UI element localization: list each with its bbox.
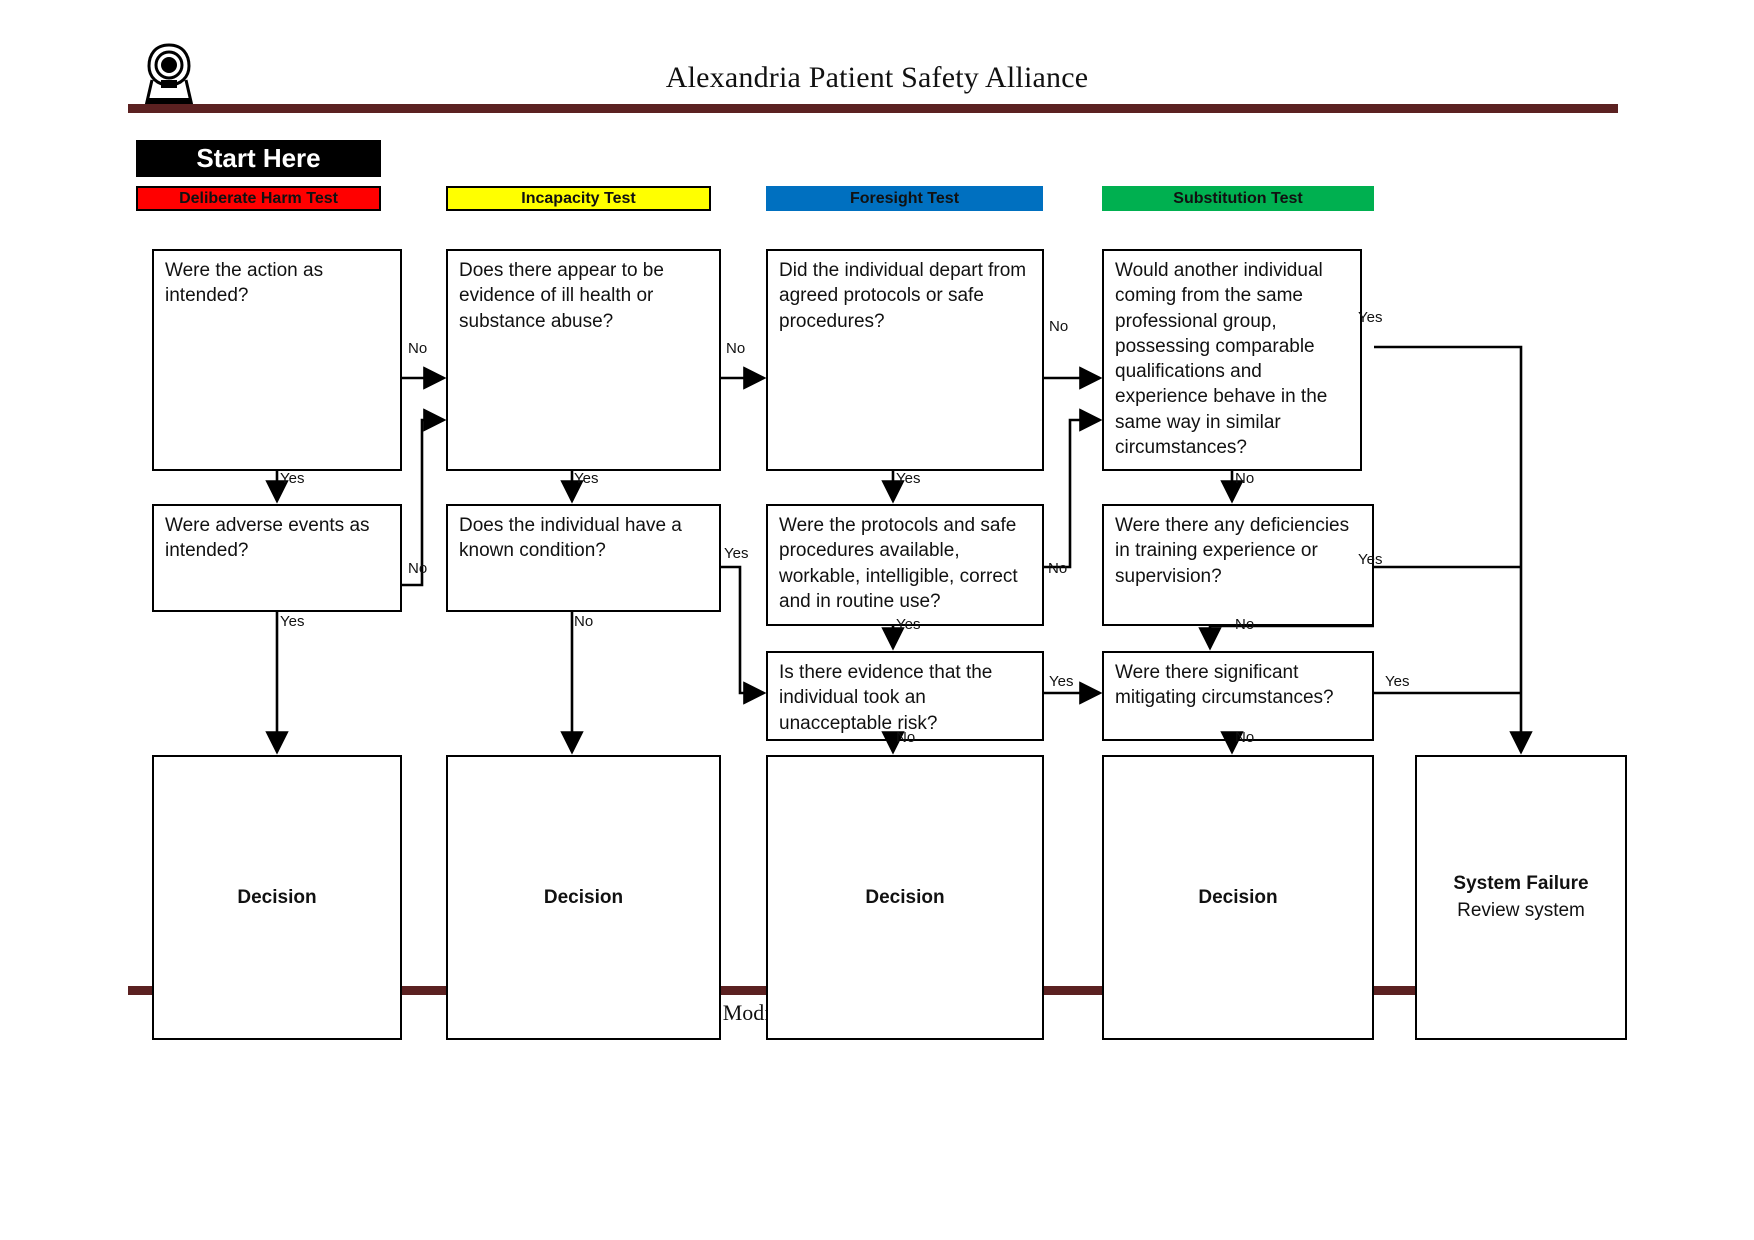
edge-label-c4-top-no-down: No <box>1235 470 1255 487</box>
edge-label-c1-top-yes: Yes <box>280 470 305 487</box>
question-box-c4-top[interactable]: Would another individual coming from the… <box>1102 249 1362 471</box>
edge-label-c1-mid-yes: Yes <box>280 613 305 630</box>
question-box-c3-top[interactable]: Did the individual depart from agreed pr… <box>766 249 1044 471</box>
question-box-c1-top[interactable]: Were the action as intended? <box>152 249 402 471</box>
decision-box-c3[interactable]: Decision <box>766 755 1044 1040</box>
page-title: Alexandria Patient Safety Alliance <box>665 61 1089 94</box>
question-box-c1-mid[interactable]: Were adverse events as intended? <box>152 504 402 612</box>
edge-label-c3-top-yes: Yes <box>896 470 921 487</box>
system-failure-title: System Failure <box>1453 873 1589 894</box>
system-failure-subtitle: Review system <box>1457 900 1585 921</box>
header-rule <box>128 104 1618 113</box>
edge-label-c1-mid-no: No <box>408 560 428 577</box>
question-box-c2-mid[interactable]: Does the individual have a known conditi… <box>446 504 721 612</box>
question-box-c4-low[interactable]: Were there significant mitigating circum… <box>1102 651 1374 741</box>
edge-label-c3-low-yes: Yes <box>1049 673 1074 690</box>
decision-label: Decision <box>1198 886 1278 908</box>
edge-label-c4-mid-no-left: No <box>1048 560 1068 577</box>
edge-label-c4-mid-yes-right: Yes <box>1358 551 1383 568</box>
decision-box-c2[interactable]: Decision <box>446 755 721 1040</box>
test-bar-substitution[interactable]: Substitution Test <box>1102 186 1374 211</box>
decision-box-c1[interactable]: Decision <box>152 755 402 1040</box>
alliance-figure-logo <box>138 40 200 108</box>
question-box-c3-low[interactable]: Is there evidence that the individual to… <box>766 651 1044 741</box>
edge-label-c3-mid-yes: Yes <box>896 616 921 633</box>
edge-label-c4-low-no: No <box>1235 729 1255 746</box>
question-box-c2-top[interactable]: Does there appear to be evidence of ill … <box>446 249 721 471</box>
decision-label: Decision <box>237 886 317 908</box>
test-bar-deliberate-harm[interactable]: Deliberate Harm Test <box>136 186 381 211</box>
edge-label-c4-low-yes-right: Yes <box>1385 673 1410 690</box>
edge-label-c2-top-yes: Yes <box>574 470 599 487</box>
question-box-c4-mid[interactable]: Were there any deficiencies in training … <box>1102 504 1374 626</box>
system-failure-box[interactable]: System Failure Review system <box>1415 755 1627 1040</box>
test-bar-foresight[interactable]: Foresight Test <box>766 186 1043 211</box>
decision-box-c4[interactable]: Decision <box>1102 755 1374 1040</box>
test-bar-incapacity[interactable]: Incapacity Test <box>446 186 711 211</box>
start-here-banner: Start Here <box>136 140 381 177</box>
edge-label-c2-top-no: No <box>726 340 746 357</box>
edge-label-c3-top-no: No <box>1049 318 1069 335</box>
edge-label-c3-low-no: No <box>896 729 916 746</box>
decision-label: Decision <box>865 886 945 908</box>
edge-label-c4-mid-no-down: No <box>1235 616 1255 633</box>
edge-label-c2-mid-no: No <box>574 613 594 630</box>
decision-label: Decision <box>543 886 624 908</box>
question-box-c3-mid[interactable]: Were the protocols and safe procedures a… <box>766 504 1044 626</box>
edge-label-c2-mid-yes: Yes <box>724 545 749 562</box>
edge-label-c1-top-no: No <box>408 340 428 357</box>
edge-label-c4-top-yes-right: Yes <box>1358 309 1383 326</box>
